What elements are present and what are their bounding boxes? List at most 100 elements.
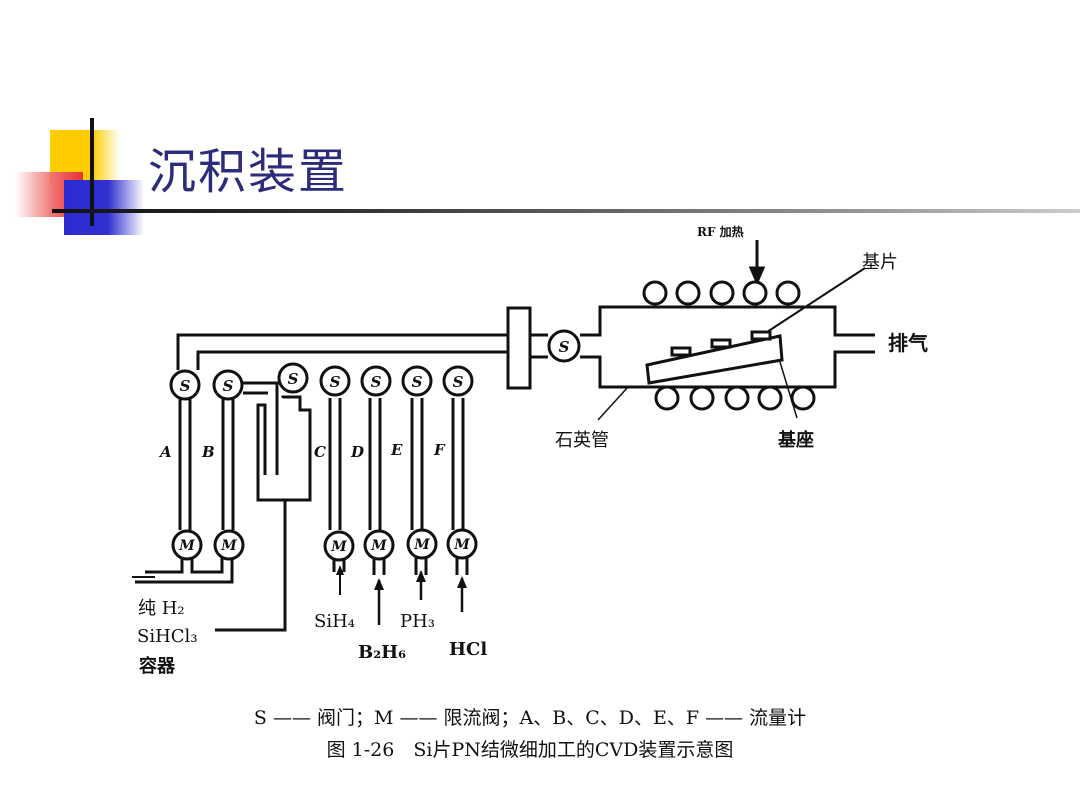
column-f1 [410, 398, 424, 530]
valve-s [442, 365, 474, 397]
coil-top [775, 280, 801, 306]
svg-text:M: M [453, 537, 470, 553]
gas-sih4: SiH₄ [314, 611, 355, 632]
wafer-1 [670, 346, 692, 357]
svg-text:S: S [453, 373, 464, 391]
valve-s [319, 365, 351, 397]
coil-bottom [654, 385, 680, 411]
decor-blue-square [64, 180, 144, 235]
coil-bottom [790, 385, 816, 411]
svg-text:S: S [412, 373, 423, 391]
diagram-lines [176, 240, 875, 421]
pipe-to-valve [530, 333, 548, 359]
svg-text:A: A [158, 443, 172, 461]
svg-text:M: M [220, 538, 237, 554]
sihcl-label: SiHCl₃ [137, 626, 198, 647]
coil-top [742, 280, 768, 306]
diagram-legend: S —— 阀门；M —— 限流阀；A、B、C、D、E、F —— 流量计 [253, 707, 807, 729]
leader-susceptor [779, 361, 798, 419]
restrictor-m [323, 530, 355, 562]
restrictor-labels: M M M M M M [178, 537, 470, 555]
svg-text:M: M [370, 538, 387, 554]
svg-text:S: S [371, 373, 382, 391]
flowmeter-labels: A B C D E F [158, 441, 446, 461]
pure-h2-label: 纯 H₂ [138, 598, 185, 619]
heater-label: RF 加热 [697, 224, 744, 239]
restrictor-m [406, 528, 438, 560]
susceptor-label: 基座 [777, 429, 814, 451]
quartz-tube-label: 石英管 [555, 430, 609, 451]
valve-s [360, 365, 392, 397]
valve-s [401, 365, 433, 397]
svg-text:M: M [178, 538, 195, 554]
arrow-heads [336, 565, 467, 590]
gas-b2h6: B₂H₆ [358, 642, 406, 663]
valves [169, 329, 581, 401]
valve-labels: S S S S S S S S [180, 338, 570, 395]
svg-text:M: M [413, 537, 430, 553]
manifold-outer-line [176, 333, 510, 370]
substrate-label: 基片 [862, 252, 898, 273]
flow-restrictors [171, 528, 478, 562]
flow-columns [132, 381, 469, 632]
valve-s [277, 362, 309, 394]
susceptor [645, 334, 784, 385]
restrictor-m [363, 529, 395, 561]
column-d [328, 398, 342, 530]
svg-text:B: B [201, 443, 215, 461]
wafer-2 [710, 338, 732, 349]
title-underline [52, 209, 1080, 213]
quartz-tube-top [580, 305, 875, 337]
coil-top [709, 280, 735, 306]
svg-text:C: C [314, 443, 326, 461]
container [256, 395, 312, 502]
rf-coils [642, 280, 816, 411]
column-b [221, 398, 235, 530]
coil-top [675, 280, 701, 306]
valve-s [169, 369, 201, 401]
gas-ph3: PH₃ [400, 611, 435, 632]
exhaust-label: 排气 [888, 331, 928, 355]
svg-text:S: S [330, 373, 341, 391]
svg-text:S: S [288, 370, 299, 388]
container-label: 容器 [139, 655, 176, 677]
svg-text:E: E [390, 441, 403, 459]
restrictor-m [171, 529, 203, 561]
h2-inlet-lines [135, 558, 234, 584]
coil-top [642, 280, 668, 306]
coil-bottom [757, 385, 783, 411]
column-f2 [451, 398, 465, 530]
flange [506, 306, 532, 390]
svg-text:D: D [350, 443, 364, 461]
decor-vertical-line [90, 118, 94, 226]
b2h6-inlet [372, 558, 386, 575]
component-labels: RF 加热 基片 排气 石英管 基座 纯 H₂ SiHCl₃ 容器 SiH₄ B… [137, 224, 928, 677]
wafer-3 [750, 330, 772, 341]
sihcl-feed-line [215, 500, 287, 632]
svg-text:S: S [223, 377, 234, 395]
hcl-inlet [455, 558, 469, 575]
quartz-tube-bottom [580, 350, 875, 389]
coil-bottom [689, 385, 715, 411]
restrictor-m [446, 528, 478, 560]
column-e [368, 398, 382, 530]
leader-quartz [597, 386, 629, 421]
leader-substrate [766, 267, 866, 333]
svg-text:S: S [180, 377, 191, 395]
valve-s [212, 369, 244, 401]
ph3-inlet [414, 558, 428, 575]
coil-bottom [724, 385, 750, 411]
heater-arrow-head [748, 266, 766, 286]
manifold-inner-line [196, 350, 510, 370]
valve-s-main [547, 329, 581, 363]
svg-text:S: S [559, 338, 570, 356]
bubbler-in-pipe [243, 381, 279, 475]
figure-caption: 图 1-26 Si片PN结微细加工的CVD装置示意图 [326, 739, 734, 761]
svg-text:M: M [330, 539, 347, 555]
column-a [178, 398, 192, 530]
gas-hcl: HCl [449, 639, 487, 660]
svg-text:F: F [433, 441, 446, 459]
slide-title: 沉积装置 [148, 144, 349, 200]
restrictor-m [213, 529, 245, 561]
